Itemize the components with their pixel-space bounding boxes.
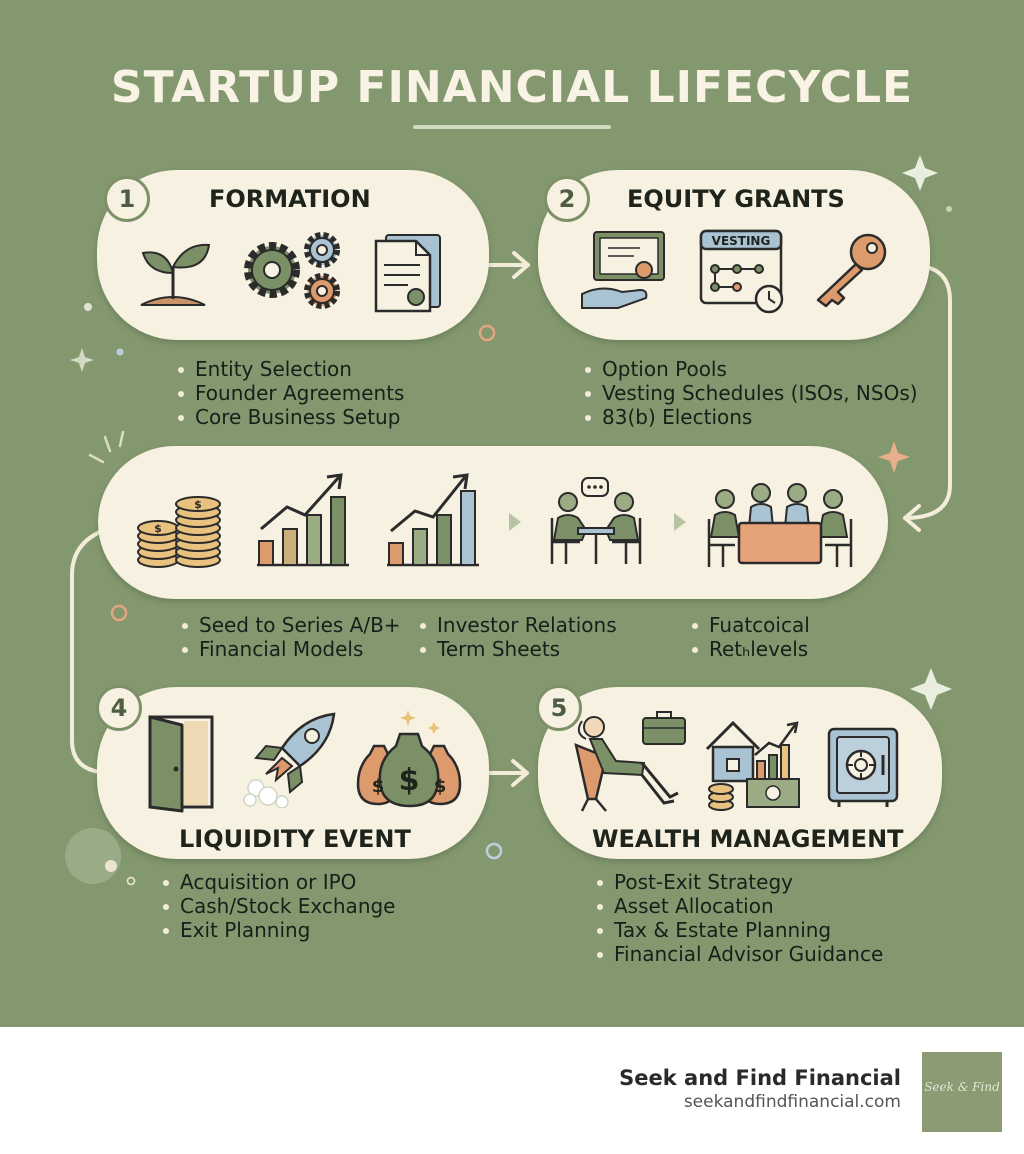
bullet-item: Founder Agreements	[175, 381, 404, 405]
money-bags-icon: $ $ $	[356, 710, 462, 808]
key-icon	[816, 233, 887, 308]
bullet-item: Fuatcoical	[689, 613, 810, 637]
house-investments-icon	[705, 720, 800, 811]
bullet-item-no-dot: Retₕlevels	[689, 637, 810, 661]
step-number-1: 1	[104, 176, 150, 222]
briefcase-icon	[642, 711, 686, 745]
company-url[interactable]: seekandfindfinancial.com	[683, 1092, 901, 1112]
bullet-item: Option Pools	[582, 357, 918, 381]
infographic: STARTUP FINANCIAL LIFECYCLE 1 FORMATION	[0, 0, 1024, 1027]
vesting-label: VESTING	[712, 234, 771, 248]
bullet-item: Acquisition or IPO	[160, 870, 396, 894]
stage-funding-bullets-col1: Seed to Series A/B+ Financial Models	[179, 613, 401, 661]
bullet-item: 83(b) Elections	[582, 405, 918, 429]
svg-text:$: $	[154, 522, 162, 535]
bullet-item: Core Business Setup	[175, 405, 404, 429]
step-number-5: 5	[536, 685, 582, 731]
chevron-right-icon	[674, 513, 686, 531]
bullet-item: Asset Allocation	[594, 894, 883, 918]
document-icon	[374, 234, 441, 313]
bullet-item: Seed to Series A/B+	[179, 613, 401, 637]
bullet-item: Financial Models	[179, 637, 401, 661]
certificate-icon	[581, 231, 665, 309]
gears-icon	[244, 232, 340, 309]
chevron-right-icon	[509, 513, 521, 531]
stage-formation-title: FORMATION	[209, 185, 371, 213]
svg-text:$: $	[434, 776, 447, 797]
bullet-item: Term Sheets	[417, 637, 617, 661]
growth-chart-icon	[387, 473, 479, 567]
stage-funding-bullets-col3: Fuatcoical Retₕlevels	[689, 613, 810, 661]
bullet-item: Financial Advisor Guidance	[594, 942, 883, 966]
relaxing-person-icon	[574, 716, 679, 812]
bullet-item: Cash/Stock Exchange	[160, 894, 396, 918]
rocket-icon	[243, 712, 336, 808]
stage-wealth-bullets: Post-Exit Strategy Asset Allocation Tax …	[594, 870, 883, 966]
svg-text:$: $	[372, 776, 385, 797]
open-door-icon	[148, 715, 214, 813]
stage-formation-bullets: Entity Selection Founder Agreements Core…	[175, 357, 404, 429]
coin-stacks-icon: $ $	[137, 496, 221, 568]
stage-liquidity-bullets: Acquisition or IPO Cash/Stock Exchange E…	[160, 870, 396, 942]
stage-equity-grants-title: EQUITY GRANTS	[627, 185, 845, 213]
stage-liquidity-title: LIQUIDITY EVENT	[179, 825, 411, 853]
svg-text:$: $	[194, 498, 202, 511]
bullet-item: Vesting Schedules (ISOs, NSOs)	[582, 381, 918, 405]
meeting-icon	[550, 477, 642, 564]
logo-mark-icon: Seek & Find	[924, 1080, 1000, 1094]
flow-connectors	[70, 251, 952, 787]
seek-and-find-logo: Seek & Find	[922, 1052, 1002, 1132]
sparkle-decorations	[65, 155, 952, 886]
stage-equity-grants-bullets: Option Pools Vesting Schedules (ISOs, NS…	[582, 357, 918, 429]
bullet-item: Entity Selection	[175, 357, 404, 381]
footer	[0, 1027, 1024, 1154]
safe-icon	[827, 727, 899, 807]
step-number-2: 2	[544, 176, 590, 222]
title-divider	[413, 125, 611, 129]
sprout-icon	[140, 243, 211, 306]
bullet-item: Investor Relations	[417, 613, 617, 637]
vesting-calendar-icon: VESTING	[699, 229, 784, 314]
page-title: STARTUP FINANCIAL LIFECYCLE	[110, 62, 914, 113]
boardroom-icon	[707, 483, 853, 567]
stage-wealth-title: WEALTH MANAGEMENT	[592, 825, 904, 853]
svg-text:$: $	[399, 763, 420, 798]
company-name: Seek and Find Financial	[619, 1066, 901, 1090]
stage-funding-bullets-col2: Investor Relations Term Sheets	[417, 613, 617, 661]
step-number-4: 4	[96, 685, 142, 731]
bullet-item: Exit Planning	[160, 918, 396, 942]
bullet-item: Post-Exit Strategy	[594, 870, 883, 894]
growth-chart-icon	[257, 473, 349, 567]
bullet-item: Tax & Estate Planning	[594, 918, 883, 942]
